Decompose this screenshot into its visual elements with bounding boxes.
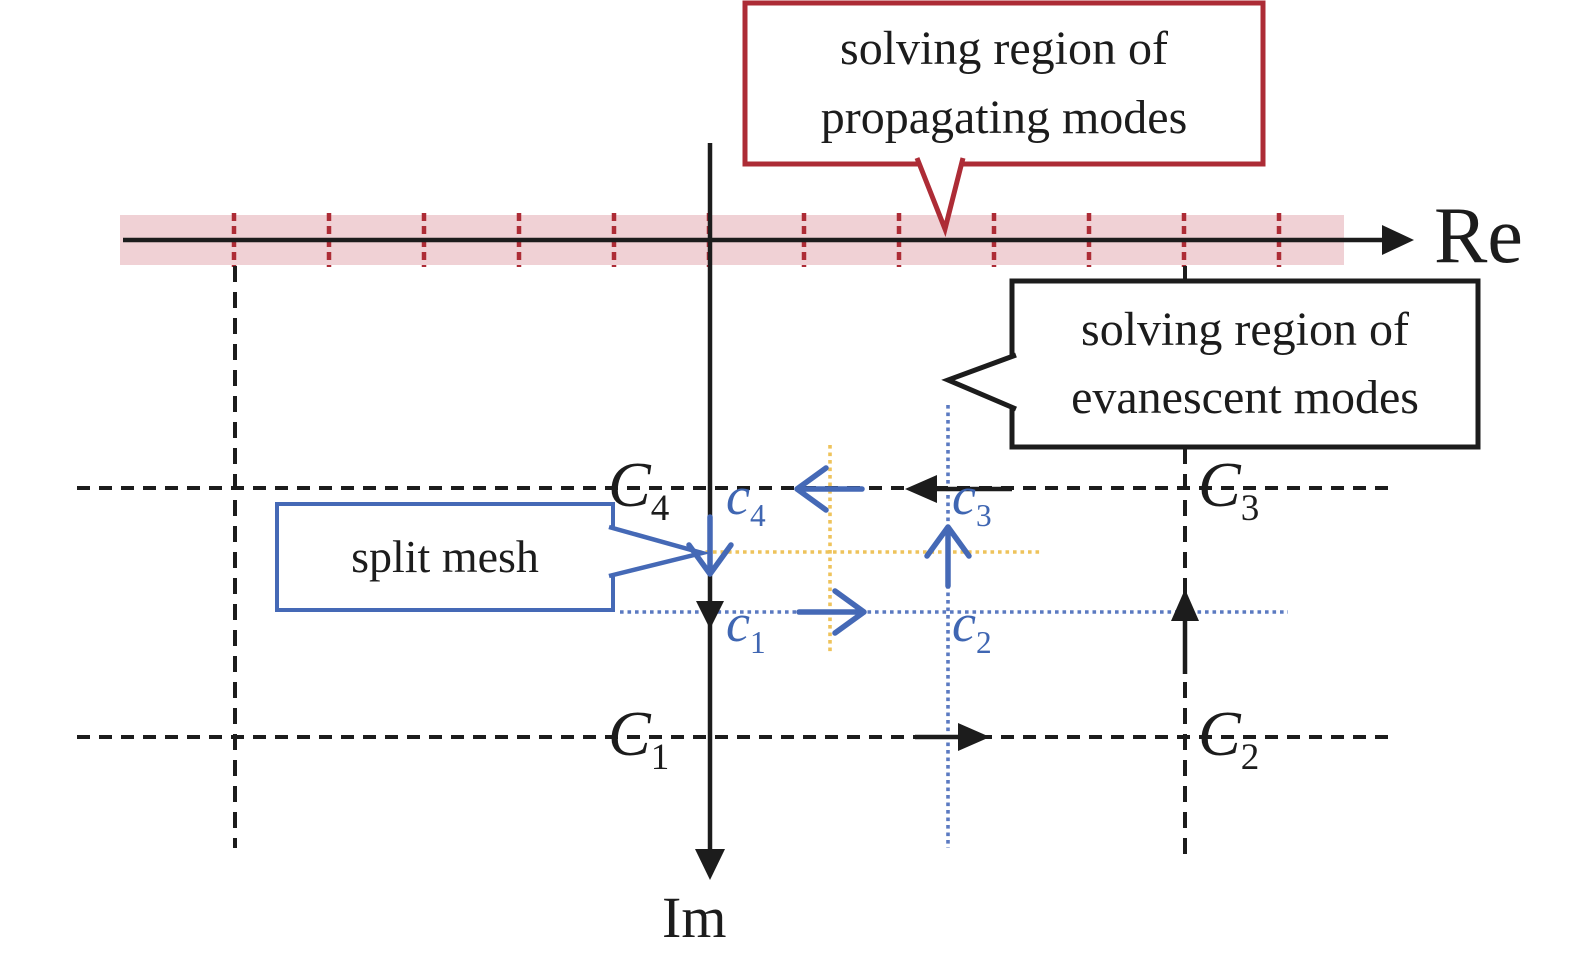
contour-bottom-right-arrow-icon (958, 723, 990, 751)
contour-label-C3: C3 (1198, 453, 1259, 527)
propagating-line2: propagating modes (820, 90, 1188, 144)
contour-C1-base: C (608, 698, 651, 769)
im-axis-label: Im (662, 885, 727, 950)
evanescent-line1: solving region of (1081, 302, 1409, 356)
mesh-c1-base: c (726, 593, 750, 653)
mesh-c2-sub: 2 (975, 624, 992, 660)
im-axis-mid-arrow-icon (696, 601, 724, 629)
black-arrowheads (695, 225, 1414, 880)
mesh-c1-sub: 1 (749, 624, 766, 660)
mesh-arrow-right-icon (796, 588, 867, 636)
mesh-c3-sub: 3 (975, 497, 992, 533)
mesh-arrow-left-icon (794, 465, 865, 513)
propagating-line1: solving region of (840, 22, 1168, 76)
evanescent-line2: evanescent modes (1071, 371, 1419, 424)
contour-label-C4: C4 (608, 453, 669, 527)
mesh-arrow-down-icon (686, 514, 734, 577)
contour-C3-sub: 3 (1240, 487, 1260, 529)
mesh-c2-base: c (952, 593, 976, 653)
mesh-arrow-up-icon (924, 524, 972, 589)
re-axis-label: Re (1434, 192, 1523, 280)
contour-right-up-arrow-icon (1171, 589, 1199, 621)
im-axis-arrow-icon (695, 849, 725, 880)
mesh-c4-base: c (726, 466, 750, 526)
mesh-label-c1: c1 (726, 593, 766, 658)
re-axis-arrow-icon (1382, 225, 1414, 255)
contour-dashed-lines (77, 266, 1397, 858)
mesh-label-c4: c4 (726, 466, 766, 531)
evanescent-callout-pointer (941, 352, 1017, 412)
contour-C1-sub: 1 (650, 736, 670, 778)
contour-C2-base: C (1198, 698, 1241, 769)
propagating-callout-pointer (914, 157, 966, 238)
contour-C3-base: C (1198, 449, 1241, 520)
contour-C2-sub: 2 (1240, 736, 1260, 778)
split-mesh-label: split mesh (351, 531, 539, 583)
propagating-callout-text: solving region of propagating modes (745, 3, 1263, 164)
evanescent-callout-box (1009, 278, 1481, 450)
mesh-c4-sub: 4 (749, 497, 766, 533)
split-mesh-callout-pointer (608, 524, 711, 579)
split-mesh-callout-box (275, 502, 615, 612)
contour-top-left-arrow-icon (905, 475, 937, 503)
mesh-label-c3: c3 (952, 466, 992, 531)
evanescent-callout-text: solving region of evanescent modes (1012, 281, 1478, 447)
propagating-callout-box (742, 0, 1266, 167)
contour-C4-sub: 4 (650, 487, 670, 529)
mesh-label-c2: c2 (952, 593, 992, 658)
contour-C4-base: C (608, 449, 651, 520)
yellow-dotted-mesh-lines (653, 445, 1042, 655)
split-mesh-callout-text: split mesh (277, 504, 613, 610)
axes-lines (123, 143, 1386, 852)
contour-label-C2: C2 (1198, 702, 1259, 776)
contour-label-C1: C1 (608, 702, 669, 776)
mesh-c3-base: c (952, 466, 976, 526)
blue-mesh-arrows (686, 465, 972, 636)
